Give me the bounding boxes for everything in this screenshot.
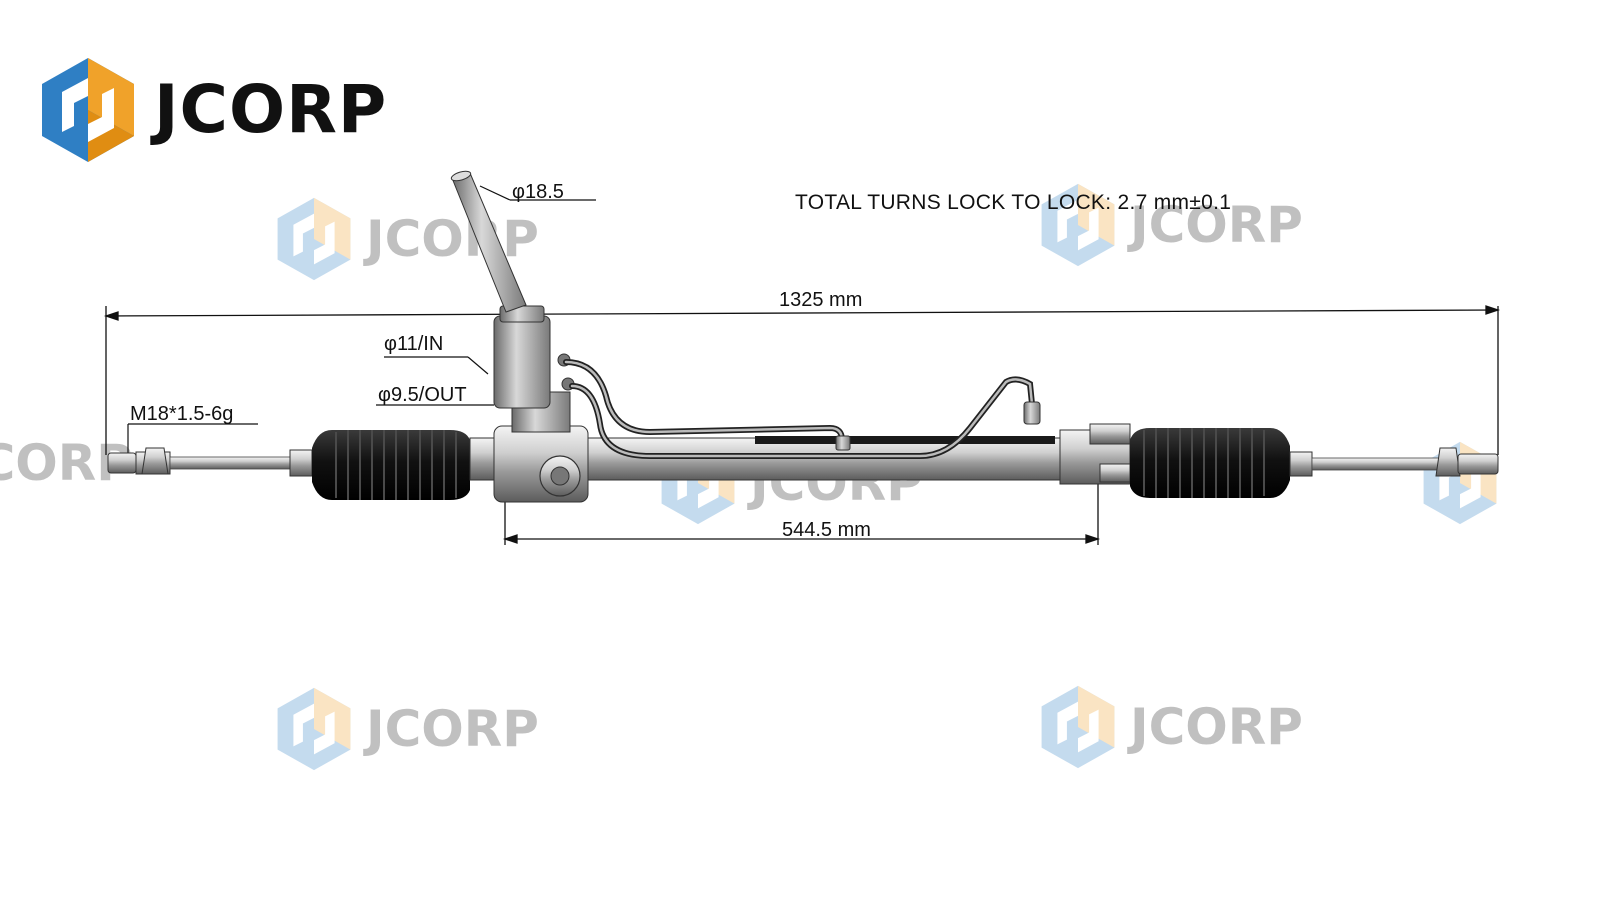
total-turns-spec: TOTAL TURNS LOCK TO LOCK: 2.7 mm±0.1	[795, 191, 1232, 214]
input-shaft-diameter-label: φ18.5	[512, 181, 564, 203]
watermark-text: JCORP	[1130, 196, 1303, 254]
overall-length-dimension	[103, 305, 1501, 455]
input-shaft	[450, 170, 527, 313]
overall-length-label: 1325 mm	[779, 289, 863, 311]
watermark: JCORP	[276, 196, 539, 282]
hex-cube-watermark-icon	[1041, 685, 1115, 769]
mount-spacing-label: 544.5 mm	[782, 519, 871, 541]
hex-cube-watermark-icon	[277, 197, 351, 281]
watermark: JCORP	[1040, 182, 1303, 268]
right-tie-rod	[1289, 447, 1499, 477]
watermark: JCORP	[276, 686, 539, 772]
outlet-port-label: φ9.5/OUT	[378, 384, 467, 406]
inlet-port-label: φ11/IN	[384, 333, 444, 355]
watermark-text: JCORP	[1130, 698, 1303, 756]
left-boot	[312, 430, 470, 500]
hydraulic-lines	[563, 359, 1041, 459]
brand-logo: JCORP	[40, 56, 387, 164]
tie-rod-thread-label: M18*1.5-6g	[130, 403, 234, 425]
leader-lines	[127, 185, 596, 456]
right-boot	[1130, 428, 1290, 498]
watermark-text: JCORP	[366, 700, 539, 758]
hex-cube-logo-icon	[42, 58, 134, 162]
brand-name: JCORP	[154, 71, 388, 148]
watermark: JCORP	[1040, 684, 1303, 770]
left-tie-rod	[107, 447, 313, 477]
watermark-text: JCORP	[366, 210, 539, 268]
hex-cube-watermark-icon	[277, 687, 351, 771]
valve-body	[493, 305, 589, 503]
hex-cube-watermark-icon	[1041, 183, 1115, 267]
